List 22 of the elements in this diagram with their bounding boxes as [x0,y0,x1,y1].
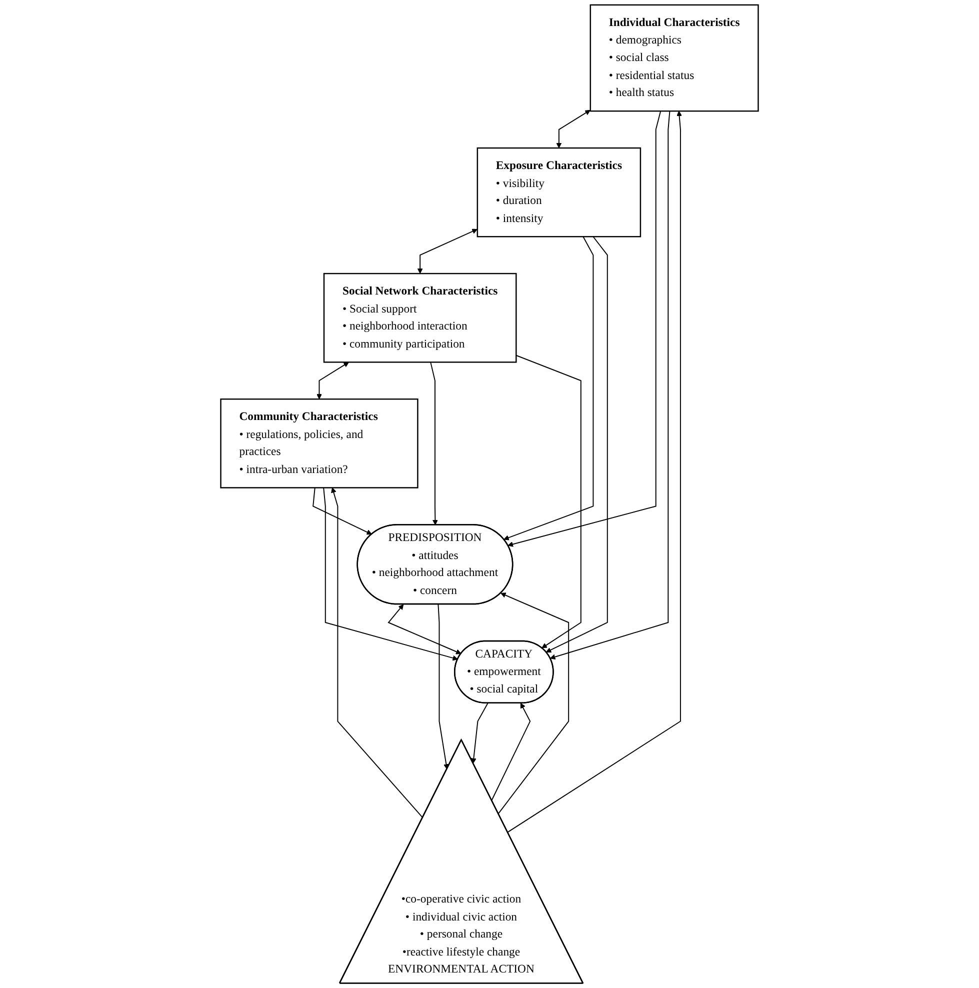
node-box: Exposure Characteristics • visibility • duration • intensity [476,147,642,238]
arrow [417,228,478,274]
arrow [546,236,608,652]
arrow [516,354,582,648]
node-box: Community Characteristics • regulations, policies, and practices • intra-urban variation? [220,398,418,488]
arrow [316,362,349,400]
node-box: Individual Characteristics • demographics • social class • residential status • health status [590,4,759,112]
arrow [430,362,438,526]
arrow [498,592,570,814]
arrow [438,604,449,770]
arrow [331,487,424,818]
node-box: Social Network Characteristics • Social support • neighborhood interaction • community participation [323,272,517,363]
arrow [312,487,372,535]
arrow [556,110,590,148]
arrow [388,604,462,654]
arrow [507,110,682,833]
arrow [504,236,594,540]
arrow [550,110,670,660]
arrow [491,702,531,801]
arrow [508,110,662,547]
arrow [470,702,488,764]
arrow [323,487,458,661]
